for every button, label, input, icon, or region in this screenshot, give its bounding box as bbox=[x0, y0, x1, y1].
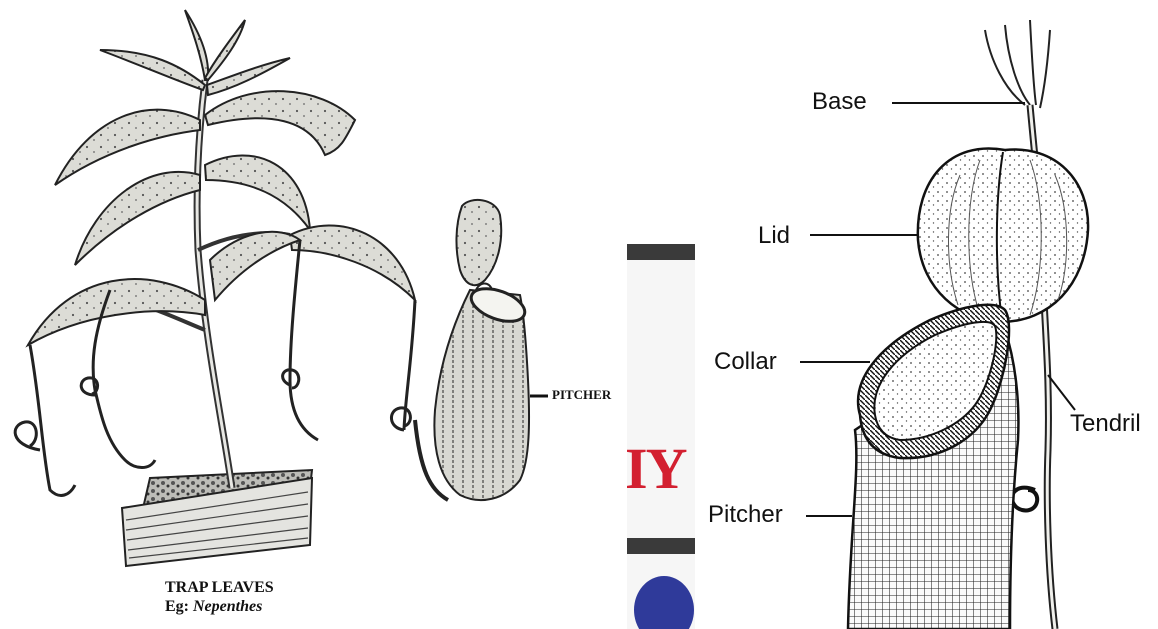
label-lid: Lid bbox=[758, 224, 790, 248]
leaf bbox=[205, 91, 355, 155]
leaf bbox=[205, 155, 310, 230]
caption-title: TRAP LEAVES bbox=[165, 579, 274, 597]
plant-drawing bbox=[15, 10, 548, 566]
left-pitcher bbox=[415, 200, 548, 500]
lid bbox=[918, 148, 1088, 322]
leaf bbox=[290, 225, 415, 300]
plant-pot bbox=[122, 470, 312, 566]
label-collar: Collar bbox=[714, 350, 777, 374]
caption-prefix: Eg: bbox=[165, 598, 189, 615]
label-base: Base bbox=[812, 90, 867, 114]
caption-example: Eg: Nepenthes bbox=[165, 598, 262, 616]
left-pitcher-label: PITCHER bbox=[552, 388, 611, 403]
base-stalks bbox=[985, 20, 1050, 108]
leaf bbox=[75, 172, 200, 265]
label-tendril: Tendril bbox=[1070, 412, 1141, 436]
leaf bbox=[28, 279, 205, 345]
middle-strip: IY bbox=[627, 244, 695, 629]
partial-logo-text: IY bbox=[627, 440, 685, 498]
caption-species: Nepenthes bbox=[193, 598, 262, 615]
label-pitcher: Pitcher bbox=[708, 503, 783, 527]
